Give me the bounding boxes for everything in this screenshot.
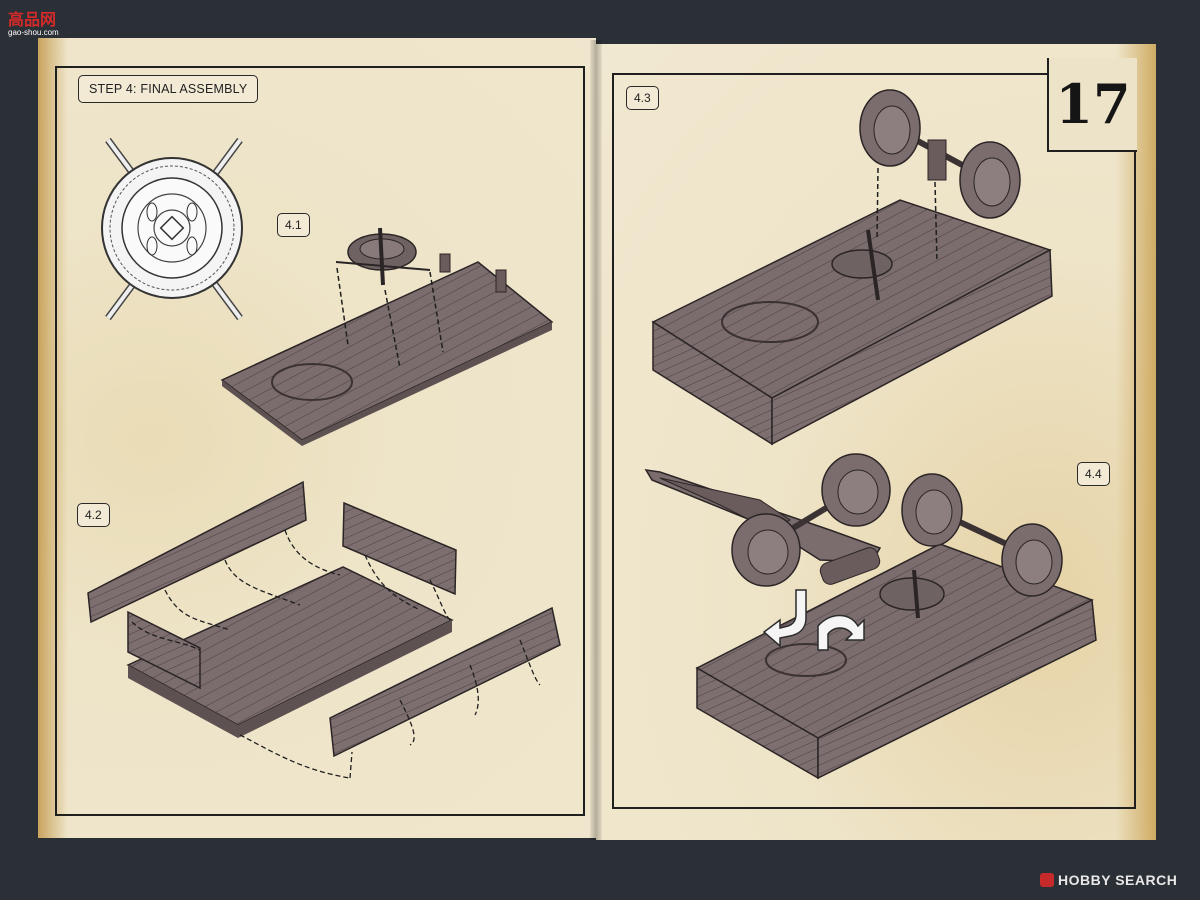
paper-stain xyxy=(1116,44,1156,840)
booklet-spine xyxy=(590,40,602,840)
spare-wheel-detail xyxy=(101,137,243,321)
watermark-site-url: gao-shou.com xyxy=(8,28,59,37)
step-label-4-1: 4.1 xyxy=(277,213,310,237)
hobby-search-logo-icon xyxy=(1040,873,1054,887)
rotation-arrows xyxy=(762,589,865,651)
right-page-frame xyxy=(612,73,1136,809)
step-4-1-illustration xyxy=(220,227,554,446)
step-label-4-3: 4.3 xyxy=(626,86,659,110)
page-number: 17 xyxy=(1047,58,1137,152)
step-4-3-illustration xyxy=(651,89,1053,446)
step-title: STEP 4: FINAL ASSEMBLY xyxy=(78,75,259,103)
step-4-2-illustration xyxy=(87,480,561,779)
watermark-bottom-right: HOBBY SEARCH xyxy=(1040,872,1177,888)
step-4-4-illustration xyxy=(644,453,1097,780)
watermark-site-name: 高品网 xyxy=(8,12,57,29)
watermark-brand: HOBBY SEARCH xyxy=(1058,872,1178,888)
left-page-frame xyxy=(55,66,585,816)
step-label-4-2: 4.2 xyxy=(77,503,110,527)
paper-stain xyxy=(38,38,68,838)
watermark-top-left: 高品网 gao-shou.com xyxy=(8,6,59,37)
step-label-4-4: 4.4 xyxy=(1077,462,1110,486)
